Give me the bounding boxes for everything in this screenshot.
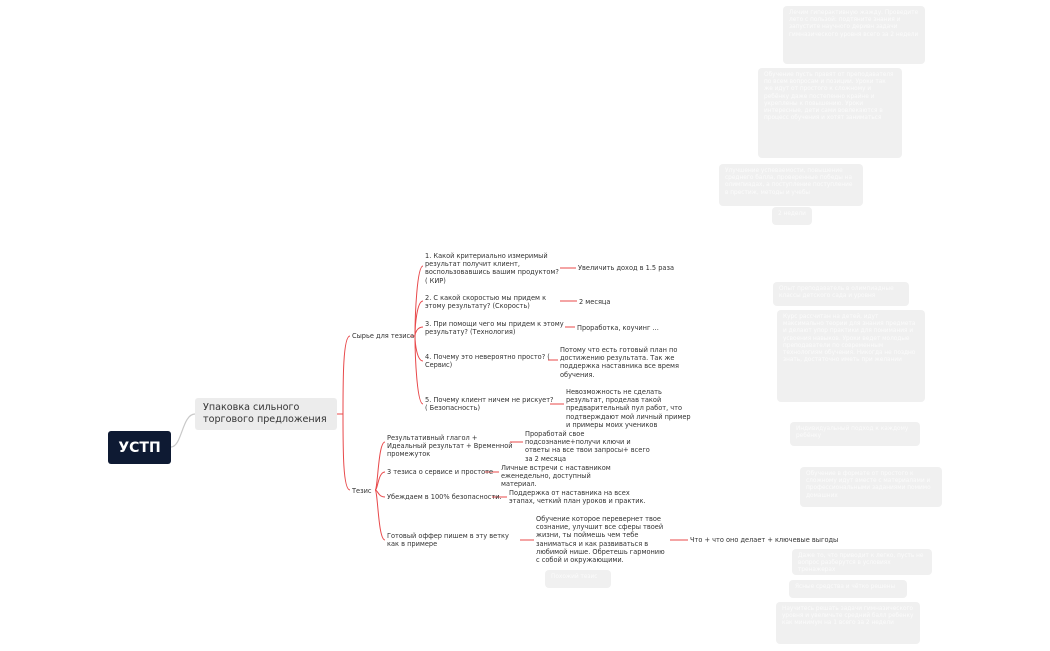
thesis-answer-4[interactable]: Обучение которое перевернет твое сознани…	[536, 515, 665, 565]
faded-node-7: Индивидуальный подход к каждому ребёнку	[790, 422, 920, 446]
raw-answer-2[interactable]: 2 месяца	[579, 298, 611, 306]
raw-question-4[interactable]: 4. Почему это невероятно просто? ( Серви…	[425, 353, 550, 370]
branch-thesis-label[interactable]: Тезис	[352, 487, 372, 495]
link-raw-q4	[414, 335, 424, 362]
thesis-item-3[interactable]: Убеждаем в 100% безопасности.	[387, 493, 502, 501]
faded-node-10: Ясные средства и чётко решены	[789, 580, 907, 598]
raw-answer-4[interactable]: Потому что есть готовый план по достижен…	[560, 346, 679, 379]
link-thesis-q2	[374, 471, 386, 491]
thesis-answer-2[interactable]: Личные встречи с наставником еженедельно…	[501, 464, 611, 489]
raw-answer-5[interactable]: Невозможность не сделать результат, прод…	[566, 388, 691, 429]
root-node[interactable]: УСТП	[108, 431, 171, 464]
link-thesis-q1	[374, 441, 386, 491]
link-root-topic	[170, 413, 196, 448]
faded-node-2: Обучение пусть правят от преподавателя п…	[758, 68, 902, 158]
faded-node-11: Научитесь решать задачи гимназического у…	[776, 602, 920, 644]
thesis-answer-3[interactable]: Поддержка от наставника на всех этапах, …	[509, 489, 646, 506]
link-topic-raw	[342, 335, 351, 415]
faded-node-5: Опыт преподаватель в олимпиадные классы …	[773, 282, 909, 306]
faded-node-6: Курс рассчитан на детей, идут максимальн…	[777, 310, 925, 402]
raw-answer-3[interactable]: Проработка, коучинг ...	[577, 324, 659, 332]
faded-node-9: Даже то, что приводит к легко, пусть не …	[792, 549, 932, 575]
thesis-answer-1[interactable]: Проработай свое подсознание+получи ключи…	[525, 430, 650, 463]
thesis-extra[interactable]: Что + что оно делает + ключевые выгоды	[690, 536, 839, 544]
raw-question-1[interactable]: 1. Какой критериально измеримый результа…	[425, 252, 559, 285]
faded-node-8: Обучение в формате от простого к сложном…	[800, 467, 942, 507]
link-topic-thesis	[342, 413, 351, 491]
main-topic-node[interactable]: Упаковка сильного торгового предложения	[195, 398, 337, 430]
root-label: УСТП	[118, 439, 161, 456]
link-thesis-q4	[374, 489, 386, 541]
raw-question-3[interactable]: 3. При помощи чего мы придем к этому рез…	[425, 320, 564, 337]
faded-node-1: Лечим гиперактивную жажду. Проведите лет…	[783, 6, 925, 64]
faded-node-3: Улучшение успеваемости, повышение средне…	[719, 164, 863, 206]
main-topic-label: Упаковка сильного торгового предложения	[203, 402, 327, 425]
link-raw-q3	[414, 326, 424, 337]
raw-question-5[interactable]: 5. Почему клиент ничем не рискует? ( Без…	[425, 396, 554, 413]
branch-raw-label[interactable]: Сырье для тезиса	[352, 332, 415, 340]
faded-node-12: Похожий тезис	[545, 570, 611, 588]
faded-node-4: 2 недели	[772, 207, 812, 225]
thesis-item-4[interactable]: Готовый оффер пишем в эту ветку как в пр…	[387, 532, 509, 549]
thesis-item-1[interactable]: Результативный глагол + Идеальный резуль…	[387, 434, 513, 459]
raw-answer-1[interactable]: Увеличить доход в 1.5 раза	[578, 264, 674, 272]
thesis-item-2[interactable]: 3 тезиса о сервисе и простоте	[387, 468, 493, 476]
link-raw-q5	[414, 335, 424, 405]
link-thesis-q3	[374, 489, 386, 498]
raw-question-2[interactable]: 2. С какой скоростью мы придем к этому р…	[425, 294, 547, 311]
